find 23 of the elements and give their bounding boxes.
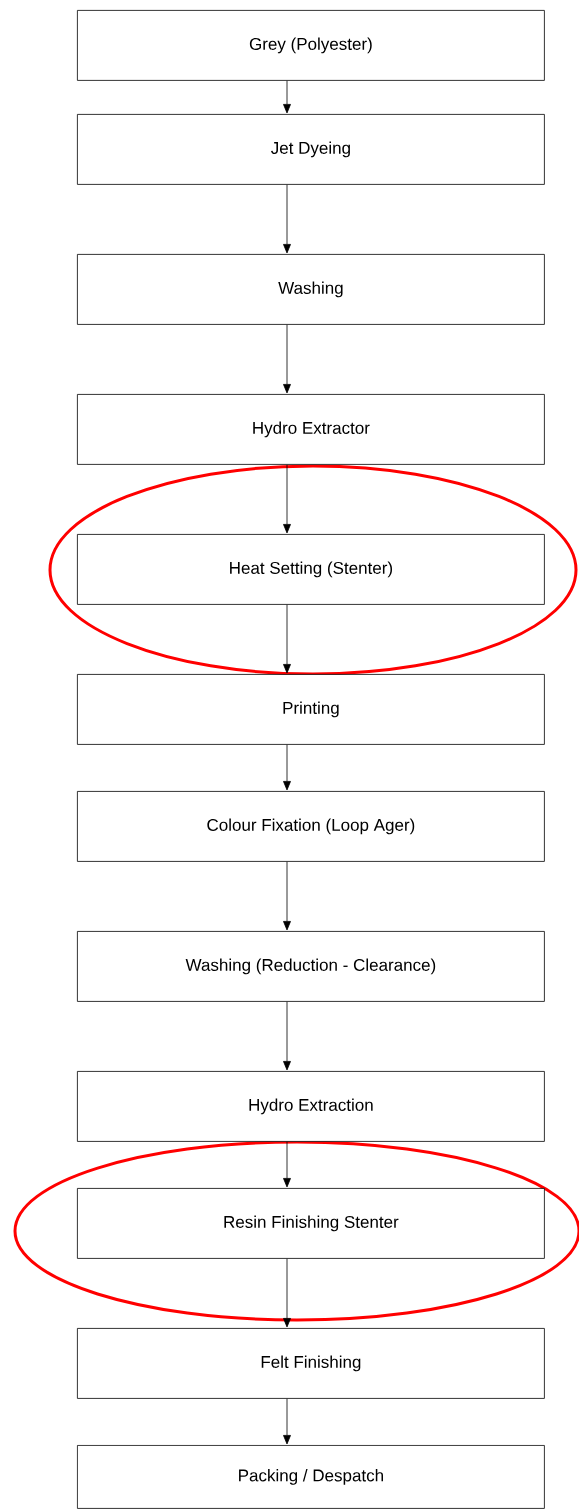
process-box: Jet Dyeing — [77, 114, 545, 185]
arrow — [283, 1001, 291, 1071]
arrow — [283, 1398, 291, 1445]
arrow — [283, 324, 291, 394]
process-box: Resin Finishing Stenter — [77, 1188, 545, 1259]
process-box: Printing — [77, 674, 545, 745]
arrow — [283, 744, 291, 791]
arrow — [283, 184, 291, 254]
process-box: Packing / Despatch — [77, 1445, 545, 1509]
process-box: Washing — [77, 254, 545, 325]
process-box: Washing (Reduction - Clearance) — [77, 931, 545, 1002]
arrow — [283, 1141, 291, 1188]
arrow — [283, 604, 291, 674]
arrow — [283, 861, 291, 931]
arrow — [283, 464, 291, 534]
process-box: Colour Fixation (Loop Ager) — [77, 791, 545, 862]
arrow — [283, 1258, 291, 1328]
process-box: Felt Finishing — [77, 1328, 545, 1399]
process-box: Heat Setting (Stenter) — [77, 534, 545, 605]
process-box: Grey (Polyester) — [77, 10, 545, 81]
process-box: Hydro Extraction — [77, 1071, 545, 1142]
arrow — [283, 80, 291, 114]
process-box: Hydro Extractor — [77, 394, 545, 465]
